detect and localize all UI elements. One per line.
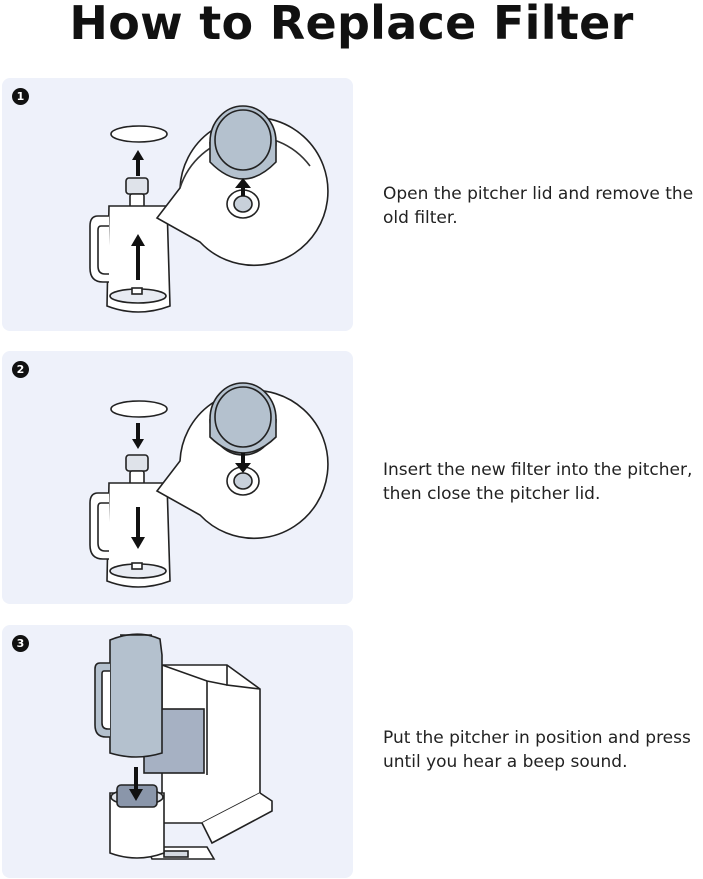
step-3-instruction: Put the pitcher in position and press un… — [383, 726, 703, 774]
step-1-number-badge: 1 — [12, 88, 29, 105]
pitcher-body — [89, 482, 171, 588]
pitcher-lid — [110, 400, 168, 418]
step-1-illustration — [89, 105, 329, 313]
step-1-instruction: Open the pitcher lid and remove the old … — [383, 182, 703, 230]
pitcher-body — [94, 633, 163, 758]
pitcher-lid — [110, 125, 168, 143]
page-title: How to Replace Filter — [69, 0, 634, 50]
step-1: 1 — [2, 78, 693, 331]
step-2: 2 — [2, 351, 692, 604]
step-3-number-badge: 3 — [12, 635, 29, 652]
step-3-illustration — [94, 633, 273, 860]
step-2-number-badge: 2 — [12, 361, 29, 378]
step-2-instruction-line-2: then close the pitcher lid. — [383, 484, 601, 504]
step-1-instruction-line-2: old filter. — [383, 208, 458, 228]
water-dispenser-machine — [109, 664, 273, 860]
step-2-instruction: Insert the new filter into the pitcher, … — [383, 458, 703, 506]
step-2-illustration — [89, 382, 329, 588]
step-3: 3 — [2, 625, 691, 878]
step-3-instruction-line-2: until you hear a beep sound. — [383, 752, 628, 772]
step-3-instruction-line-1: Put the pitcher in position and press — [383, 728, 691, 748]
step-1-instruction-line-1: Open the pitcher lid and remove the — [383, 184, 694, 204]
pitcher-body — [89, 205, 171, 313]
step-2-instruction-line-1: Insert the new filter into the pitcher, — [383, 460, 693, 480]
